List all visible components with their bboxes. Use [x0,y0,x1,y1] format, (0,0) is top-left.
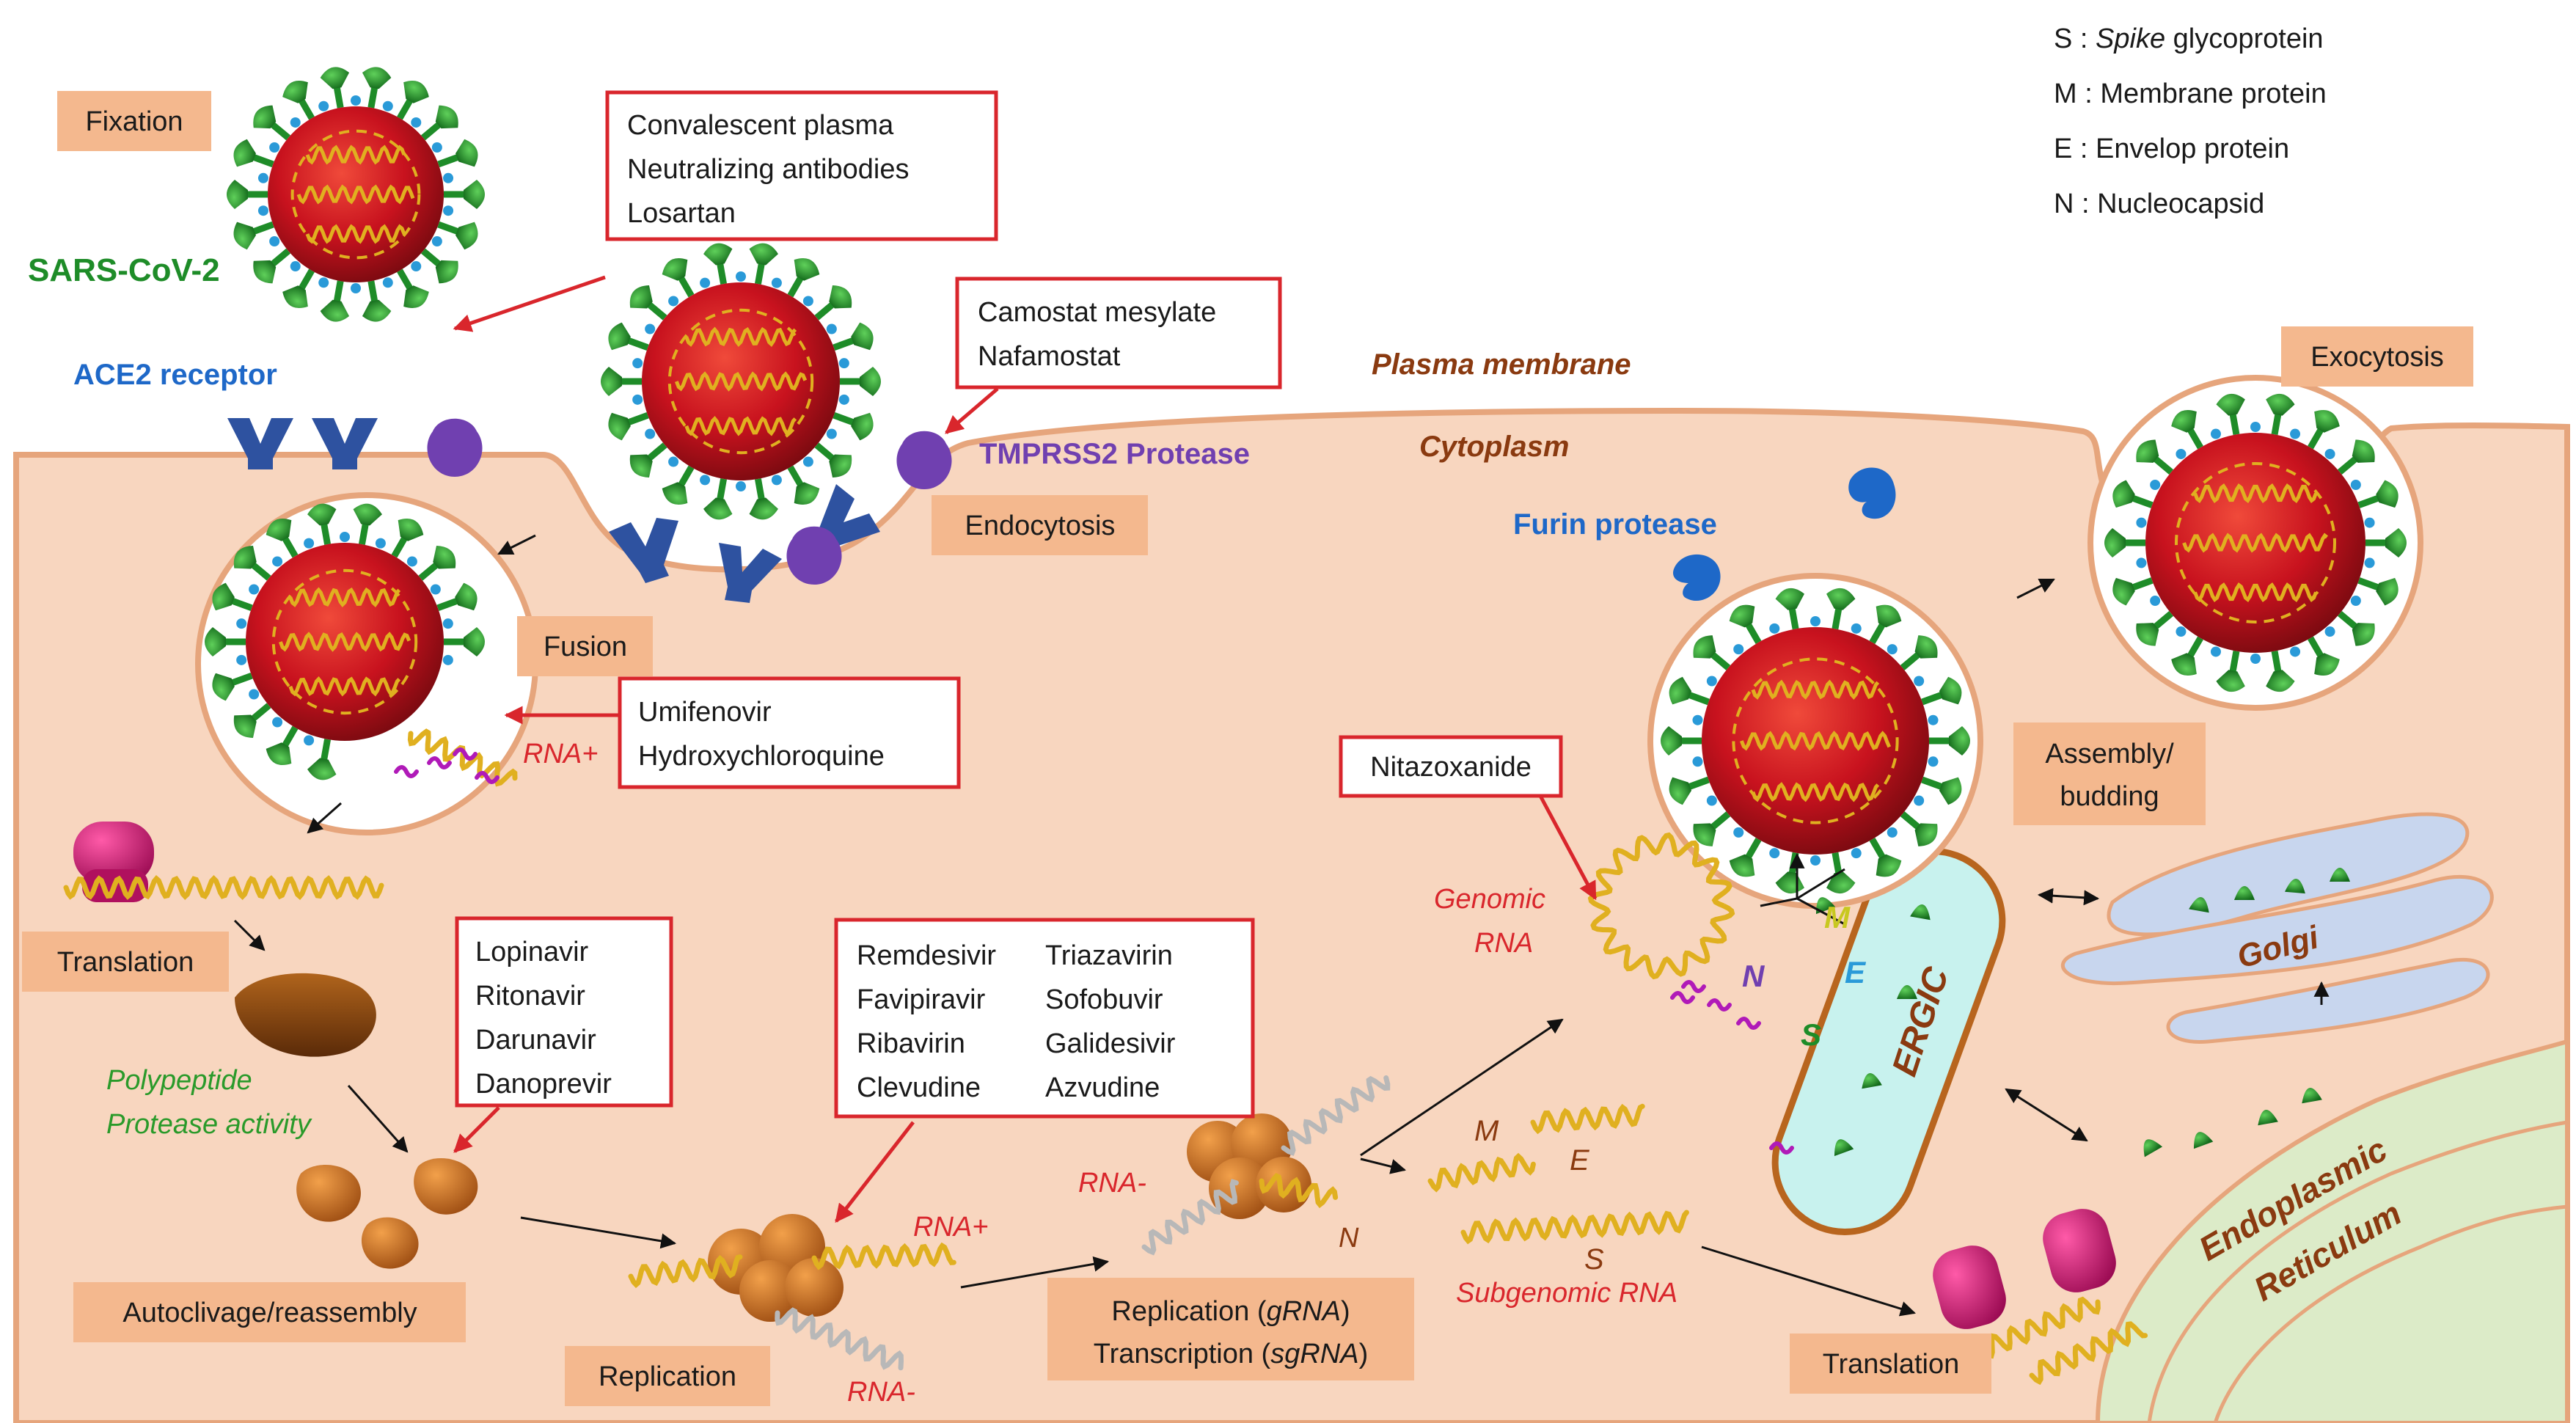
vesicle-exocytosis [2087,375,2423,711]
virus-fixation [227,67,485,322]
drug-box-tmprss2 [955,277,1282,389]
stage-assembly-budding: Assembly/ budding [2013,723,2206,825]
ribosomes-right [1933,1209,2116,1329]
legend-n: N : Nucleocapsid [2054,189,2264,219]
label-furin: Furin protease [1513,508,1717,541]
legend: S : Spike glycoprotein M : Membrane prot… [2054,23,2327,219]
tmprss2-protease [427,418,952,585]
ace2-receptors [227,418,880,603]
endosome-fusion [195,492,538,835]
svg-text:Camostat mesylate: Camostat mesylate [978,297,1216,328]
label-s-ergic: S [1801,1017,1821,1052]
label-genomic-rna-1: Genomic [1434,884,1545,915]
legend-m: M : Membrane protein [2054,78,2327,109]
label-n-ergic: N [1742,959,1765,993]
polypeptide [235,973,376,1057]
svg-text:Fusion: Fusion [544,632,627,662]
label-ace2: ACE2 receptor [73,359,277,391]
protease-fragments [296,1157,478,1269]
label-subgenomic-rna: Subgenomic RNA [1456,1278,1677,1309]
stage-translation-left: Translation [22,932,229,992]
drug-texts: Convalescent plasma Neutralizing antibod… [475,110,1532,1103]
label-plasma-membrane: Plasma membrane [1372,348,1631,381]
svg-text:Exocytosis: Exocytosis [2310,342,2444,373]
svg-text:Triazavirin: Triazavirin [1045,940,1173,971]
drug-box-attachment [605,90,998,241]
svg-text:Losartan: Losartan [627,198,736,229]
svg-text:Ritonavir: Ritonavir [475,981,585,1012]
legend-e: E : Envelop protein [2054,133,2289,164]
svg-text:Nafamostat: Nafamostat [978,341,1121,372]
label-s-sg: S [1584,1243,1604,1276]
stage-boxes: Fixation Endocytosis Fusion Translation … [22,91,2473,1406]
svg-text:Transcription (sgRNA): Transcription (sgRNA) [1094,1339,1368,1369]
svg-text:Ribavirin: Ribavirin [857,1028,965,1059]
svg-text:Galidesivir: Galidesivir [1045,1028,1176,1059]
svg-text:budding: budding [2060,781,2159,812]
label-sars-cov-2: SARS-CoV-2 [28,252,220,288]
svg-text:Nitazoxanide: Nitazoxanide [1370,752,1532,783]
svg-text:Convalescent plasma: Convalescent plasma [627,110,894,141]
svg-text:Darunavir: Darunavir [475,1025,596,1056]
label-tmprss2: TMPRSS2 Protease [979,438,1250,470]
drug-box-protease [455,916,673,1108]
legend-s: S : Spike glycoprotein [2054,23,2324,54]
svg-text:Lopinavir: Lopinavir [475,937,589,967]
stage-fixation: Fixation [57,91,211,151]
label-m-sg: M [1474,1115,1499,1147]
label-polypeptide: Polypeptide [106,1065,252,1096]
furin-protease [1673,467,1896,601]
label-cytoplasm: Cytoplasm [1419,431,1570,463]
virus-endocytosis [601,243,881,520]
stage-autoclivage: Autoclivage/reassembly [73,1282,466,1342]
svg-text:Clevudine: Clevudine [857,1072,981,1103]
svg-text:Endocytosis: Endocytosis [965,511,1116,541]
endoplasmic-reticulum [2095,1039,2569,1423]
stage-endocytosis: Endocytosis [932,495,1148,555]
svg-text:Sofobuvir: Sofobuvir [1045,984,1163,1015]
process-arrows [233,534,2330,1317]
label-rna-minus-rep: RNA- [847,1377,915,1408]
label-e-sg: E [1570,1144,1590,1177]
svg-text:Umifenovir: Umifenovir [638,697,772,728]
svg-text:Fixation: Fixation [85,106,183,137]
drug-box-fusion [618,676,961,789]
svg-text:Autoclivage/reassembly: Autoclivage/reassembly [122,1298,417,1328]
drug-box-polymerase [834,918,1255,1119]
rna-strands [63,728,2350,1386]
stage-exocytosis: Exocytosis [2281,326,2473,387]
label-n-tx: N [1339,1223,1359,1254]
stage-translation-right: Translation [1790,1334,1991,1394]
label-m-ergic: M [1824,900,1851,934]
ergic-compartment [1771,848,2006,1235]
svg-text:Assembly/: Assembly/ [2045,739,2174,769]
svg-text:Neutralizing antibodies: Neutralizing antibodies [627,154,909,185]
svg-text:Translation: Translation [1823,1349,1960,1380]
replicase-complex [708,1214,844,1322]
label-rna-plus-rep: RNA+ [913,1212,988,1243]
svg-text:Replication: Replication [599,1361,736,1392]
transcription-complex [1187,1113,1311,1219]
drug-arrows [453,275,1598,1223]
vesicle-budding [1647,573,1983,909]
svg-text:Favipiravir: Favipiravir [857,984,986,1015]
svg-text:Translation: Translation [57,947,194,978]
svg-text:Remdesivir: Remdesivir [857,940,996,971]
svg-text:Replication (gRNA): Replication (gRNA) [1111,1296,1350,1327]
svg-text:Azvudine: Azvudine [1045,1072,1160,1103]
drug-boxes [455,90,1563,1119]
stage-fusion: Fusion [517,616,653,676]
label-rna-plus-fusion: RNA+ [523,739,598,769]
label-rna-minus-tx: RNA- [1078,1168,1146,1199]
drug-box-nitazoxanide [1339,735,1563,798]
stage-replication: Replication [565,1346,770,1406]
svg-text:Hydroxychloroquine: Hydroxychloroquine [638,741,885,772]
label-e-ergic: E [1845,955,1867,989]
label-protease-activity: Protease activity [106,1109,312,1140]
label-genomic-rna-2: RNA [1474,928,1533,959]
stage-replication-transcription: Replication (gRNA) Transcription (sgRNA) [1047,1278,1414,1380]
svg-text:Danoprevir: Danoprevir [475,1069,612,1100]
